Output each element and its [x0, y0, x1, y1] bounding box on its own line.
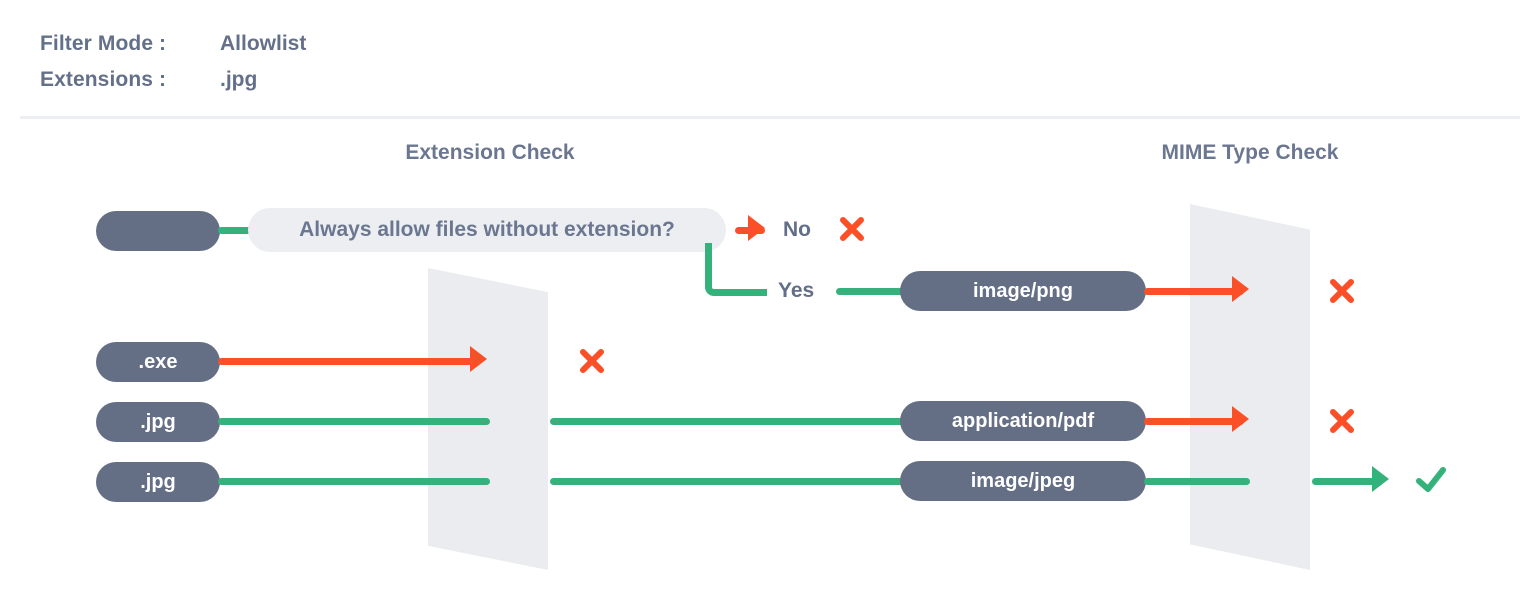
arrowhead-branch-no: [748, 215, 765, 241]
connector-row1-file-to-question: [218, 227, 256, 234]
verdict-cross-branch-no: [837, 214, 867, 244]
file-pill-row-4[interactable]: .jpg: [96, 462, 220, 502]
file-pill-row-2[interactable]: .exe: [96, 342, 220, 382]
header-divider: [20, 116, 1520, 119]
arrowhead-row3-blocked: [1232, 406, 1249, 432]
extensions-label: Extensions :: [40, 68, 167, 91]
arrowhead-row2-blocked: [470, 346, 487, 372]
connector-row3-mime-to-barrier: [1144, 418, 1244, 425]
connector-row1-mime-to-barrier: [1144, 288, 1244, 295]
mime-pill-row-3[interactable]: application/pdf: [900, 401, 1146, 441]
arrowhead-row1-blocked: [1232, 276, 1249, 302]
connector-row4-barrier-to-mime: [550, 478, 906, 485]
mime-pill-row-1[interactable]: image/png: [900, 271, 1146, 311]
branch-label-yes: Yes: [778, 279, 815, 302]
connector-row1-yes-to-mime: [836, 288, 906, 295]
connector-row3-barrier-to-mime: [550, 418, 906, 425]
connector-row2-file-to-barrier: [218, 358, 476, 365]
verdict-row-1: [1327, 276, 1357, 306]
verdict-row-4: [1414, 464, 1448, 496]
filter-mode-row: Filter Mode : Allowlist: [40, 32, 306, 56]
mime-pill-row-4[interactable]: image/jpeg: [900, 461, 1146, 501]
filter-mode-value: Allowlist: [220, 32, 307, 55]
connector-row4-barrier-to-verdict: [1312, 478, 1380, 485]
settings-header: Filter Mode : Allowlist Extensions : .jpg: [0, 0, 1540, 119]
filter-mode-label: Filter Mode :: [40, 32, 167, 55]
connector-row4-mime-to-barrier: [1144, 478, 1250, 485]
column-heading-mime-type-check: MIME Type Check: [1161, 141, 1339, 164]
question-pill-allow-without-extension[interactable]: Always allow files without extension?: [248, 208, 726, 252]
branch-label-no: No: [783, 218, 811, 241]
file-pill-row-1[interactable]: [96, 211, 220, 251]
column-heading-extension-check: Extension Check: [405, 141, 575, 164]
verdict-row-2: [577, 346, 607, 376]
connector-row4-file-to-barrier: [218, 478, 490, 485]
mime-type-check-barrier: [1190, 204, 1310, 570]
extensions-row: Extensions : .jpg: [40, 68, 257, 92]
connector-branch-yes-elbow: [705, 243, 767, 296]
connector-row3-file-to-barrier: [218, 418, 490, 425]
extensions-value: .jpg: [220, 68, 258, 91]
verdict-row-3: [1327, 406, 1357, 436]
file-pill-row-3[interactable]: .jpg: [96, 402, 220, 442]
arrowhead-row4-passed: [1372, 466, 1389, 492]
